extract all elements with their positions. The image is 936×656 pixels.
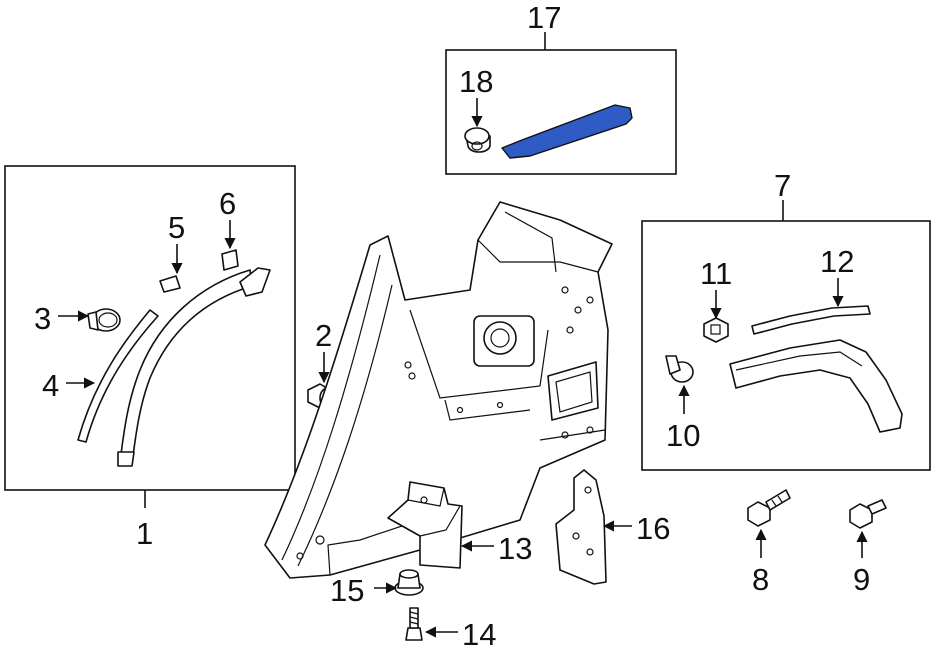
callout-6: 6 [219,186,236,221]
callout-7: 7 [774,168,791,203]
callout-4: 4 [42,368,59,403]
arch-molding [117,267,271,467]
callout-10: 10 [666,418,700,453]
bolt-9 [849,499,887,529]
bolt-14 [405,607,423,641]
clip-10 [665,355,694,383]
mud-flap-16 [555,469,607,585]
clip-15 [394,569,424,596]
group-box-17 [445,32,677,175]
callout-9: 9 [853,562,870,597]
quarter-panel [264,201,613,579]
callout-2: 2 [315,318,332,353]
bolt-8 [747,489,791,527]
clip-3 [87,308,121,332]
callout-11: 11 [700,256,732,291]
group-box-1 [4,165,296,508]
tape-6 [221,249,239,271]
tape-5 [159,275,181,293]
callout-16: 16 [636,511,670,546]
callout-18: 18 [459,64,493,99]
callout-17: 17 [527,0,561,35]
callout-15: 15 [330,573,364,608]
molding-4 [77,309,159,443]
group-box-7 [641,200,931,471]
callout-13: 13 [498,531,532,566]
bracket-13 [387,481,463,569]
spacer-18 [464,127,491,153]
highlighted-part-17 [501,104,633,159]
callout-5: 5 [168,210,185,245]
callout-12: 12 [820,244,854,279]
clip-11 [703,317,729,343]
wheel-arch-flare [729,339,903,433]
callout-8: 8 [752,562,769,597]
callout-1: 1 [136,516,153,551]
callout-14: 14 [462,617,496,652]
molding-12 [751,305,871,335]
callout-3: 3 [34,301,51,336]
